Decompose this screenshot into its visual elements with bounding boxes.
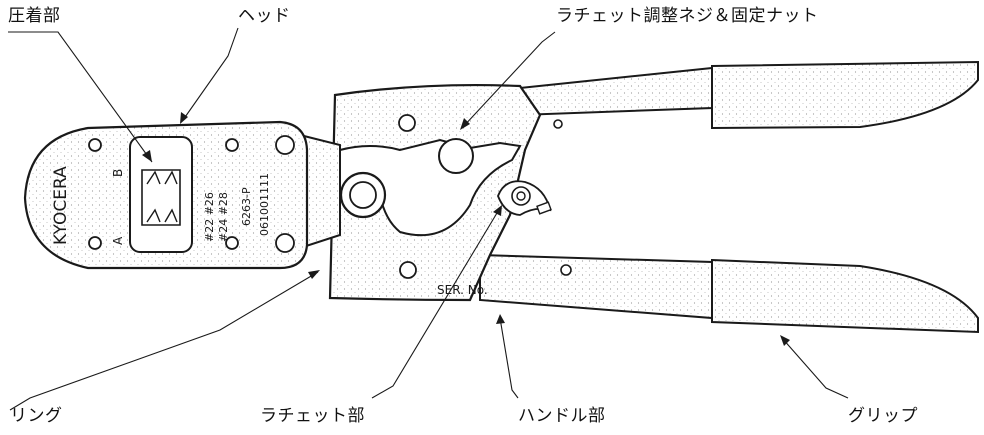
leader-handle [499,317,519,399]
head-screw [275,135,295,155]
upper-grip [711,60,979,130]
head-hole [225,236,239,250]
label-ratchet-section: ラチェット部 [260,406,365,426]
brand-marking: KYOCERA [51,166,71,245]
arrow-crimp [142,150,152,162]
die-label-a: A [111,236,125,245]
leader-head [182,27,239,121]
leader-ratchet [371,207,501,399]
label-head: ヘッド [238,6,291,26]
arrow-ratchet-adjust [460,118,470,130]
arrow-ring [308,270,320,279]
model-number: 6263-P [240,187,253,226]
label-crimp-section: 圧着部 [8,6,61,26]
arrow-head [180,112,188,124]
lower-grip [711,258,979,334]
upper-handle [519,66,713,117]
arrow-ratchet [493,205,502,216]
serial-code: 061001111 [258,173,271,236]
label-grip: グリップ [848,406,918,426]
frame-hole [398,114,416,132]
wire-size-line-1: #22 #26 [203,192,216,242]
arrow-grip [780,335,790,346]
head-hole [88,236,102,250]
die-label-b: B [111,169,125,177]
ratchet-adjust-screw [438,138,474,174]
lower-handle [479,253,713,320]
frame-hole [399,261,417,279]
frame-hole [560,264,572,276]
head-screw [275,233,295,253]
head-hole [88,138,102,152]
arrow-handle [496,314,505,324]
crimp-die [129,136,193,253]
leader-ratchet-adjust [461,31,556,129]
label-ring: リング [10,406,63,426]
label-ratchet-adjust: ラチェット調整ネジ＆固定ナット [556,6,819,26]
serial-label: SER. No. [437,283,488,297]
moving-jaw [339,138,522,237]
leader-ring [9,271,319,411]
leader-grip [781,337,849,399]
head-hole [225,138,239,152]
leader-crimp [8,31,153,163]
label-handle-section: ハンドル部 [518,406,606,426]
wire-size-line-2: #24 #28 [217,192,230,242]
frame-hole [553,119,563,129]
